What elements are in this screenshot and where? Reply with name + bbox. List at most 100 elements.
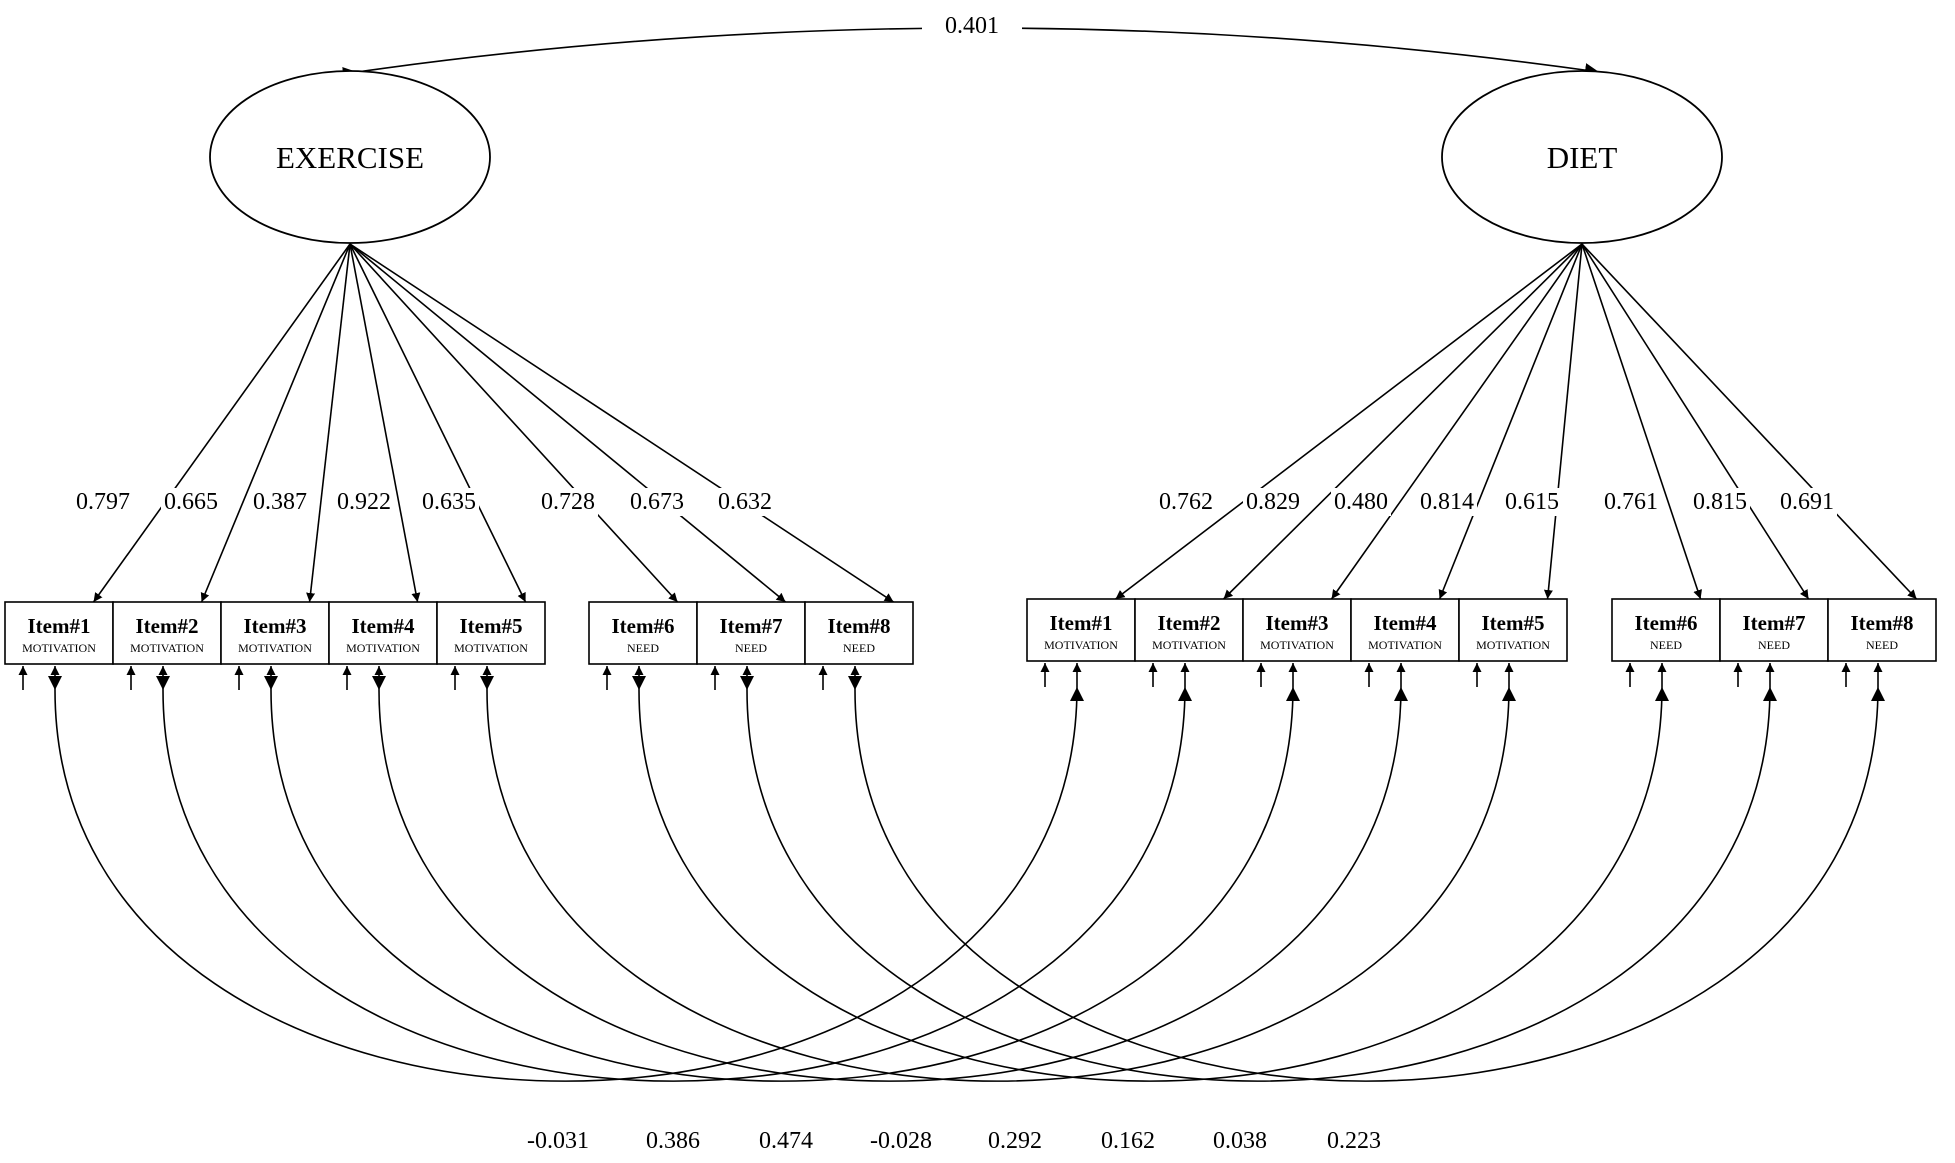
- loading-label-bg: [1777, 488, 1837, 516]
- item-sublabel: MOTIVATION: [1476, 638, 1550, 652]
- item-label: Item#4: [1374, 611, 1437, 635]
- item-rect: [588, 601, 698, 665]
- loading-value: 0.815: [1693, 489, 1747, 515]
- item-label: Item#8: [1851, 611, 1914, 635]
- item-sublabel: NEED: [735, 641, 767, 655]
- item-label: Item#3: [244, 614, 307, 638]
- loading-label: 0.635: [419, 488, 479, 516]
- covariance-value: 0.223: [1327, 1128, 1381, 1154]
- item-label: Item#3: [1266, 611, 1329, 635]
- loading-path: [349, 243, 895, 603]
- error-covariance-arcs: [47, 675, 1885, 1082]
- loading-path: [349, 243, 679, 603]
- loading-path: [349, 243, 527, 603]
- loading-path: [1222, 243, 1583, 600]
- loading-path: [1581, 243, 1810, 600]
- error-covariance-arc: [47, 675, 1084, 1082]
- loading-value: 0.632: [718, 489, 772, 515]
- loading-value: 0.615: [1505, 489, 1559, 515]
- item-sublabel: MOTIVATION: [454, 641, 528, 655]
- item-rect: [696, 601, 806, 665]
- item-rect: [1026, 598, 1136, 662]
- covariance-label-bg: [979, 1126, 1051, 1154]
- loading-label: 0.480: [1331, 488, 1391, 516]
- covariance-label: 0.386: [637, 1126, 709, 1154]
- loading-value: 0.673: [630, 489, 684, 515]
- loading-value: 0.829: [1246, 489, 1300, 515]
- item-rect: [1458, 598, 1568, 662]
- item-rect: [4, 601, 114, 665]
- loading-value: 0.691: [1780, 489, 1834, 515]
- item-sublabel: NEED: [1650, 638, 1682, 652]
- item-rect: [436, 601, 546, 665]
- loading-path: [349, 243, 787, 603]
- loading-value: 0.728: [541, 489, 595, 515]
- item-rect: [804, 601, 914, 665]
- error-covariance-arc: [155, 675, 1192, 1082]
- error-covariance-arc: [479, 675, 1516, 1082]
- item-sublabel: MOTIVATION: [22, 641, 96, 655]
- loading-label: 0.387: [250, 488, 310, 516]
- loading-label: 0.829: [1243, 488, 1303, 516]
- item-rect: [112, 601, 222, 665]
- covariance-label-bg: [865, 1126, 937, 1154]
- item-rect: [1827, 598, 1937, 662]
- item-sublabel: NEED: [627, 641, 659, 655]
- loading-label: 0.762: [1156, 488, 1216, 516]
- item-label: Item#7: [1743, 611, 1806, 635]
- loading-value: 0.922: [337, 489, 391, 515]
- item-rect: [220, 601, 330, 665]
- loading-value: 0.635: [422, 489, 476, 515]
- latent-label: DIET: [1547, 140, 1618, 175]
- loading-label: 0.761: [1601, 488, 1661, 516]
- loading-label-bg: [73, 488, 133, 516]
- loading-label-bg: [334, 488, 394, 516]
- item-label: Item#8: [828, 614, 891, 638]
- loading-path: [1438, 243, 1583, 600]
- item-sublabel: NEED: [1758, 638, 1790, 652]
- item-sublabel: MOTIVATION: [1152, 638, 1226, 652]
- loading-path: [200, 243, 351, 603]
- covariance-label: 0.292: [979, 1126, 1051, 1154]
- item-label: Item#6: [612, 614, 675, 638]
- loading-label-bg: [1243, 488, 1303, 516]
- loading-value: 0.762: [1159, 489, 1213, 515]
- loading-value: 0.387: [253, 489, 307, 515]
- loading-label-bg: [1690, 488, 1750, 516]
- covariance-label-bg: [1318, 1126, 1390, 1154]
- item-label: Item#1: [1050, 611, 1113, 635]
- loading-label: 0.797: [73, 488, 133, 516]
- item-label: Item#1: [28, 614, 91, 638]
- item-sublabel: MOTIVATION: [1260, 638, 1334, 652]
- latent-exercise: EXERCISE: [209, 70, 491, 244]
- loading-label-bg: [1417, 488, 1477, 516]
- covariance-label: 0.474: [750, 1126, 822, 1154]
- covariance-value: 0.386: [646, 1128, 700, 1154]
- item-label: Item#4: [352, 614, 415, 638]
- error-covariance-arc: [263, 675, 1300, 1082]
- loading-label-bg: [1156, 488, 1216, 516]
- item-rect: [1611, 598, 1721, 662]
- loading-path: [92, 243, 351, 603]
- item-label: Item#5: [460, 614, 523, 638]
- item-label: Item#7: [720, 614, 783, 638]
- error-covariance-arc: [739, 675, 1777, 1082]
- covariance-label: -0.031: [522, 1126, 594, 1154]
- loading-value: 0.761: [1604, 489, 1658, 515]
- item-rect: [1242, 598, 1352, 662]
- covariance-value: 0.162: [1101, 1128, 1155, 1154]
- covariance-label-bg: [522, 1126, 594, 1154]
- loading-path: [1330, 243, 1583, 600]
